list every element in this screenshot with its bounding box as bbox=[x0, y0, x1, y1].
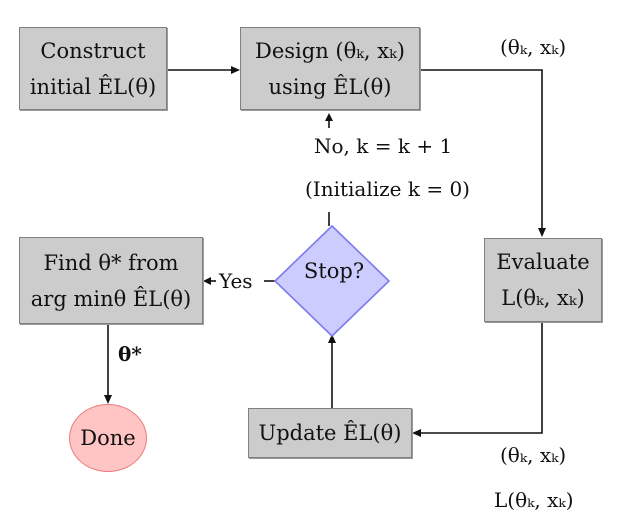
label-theta-star: θ* bbox=[118, 342, 142, 366]
find-line1: Find θ* from bbox=[43, 250, 179, 275]
arrowhead bbox=[328, 334, 336, 343]
arrowhead bbox=[538, 228, 546, 237]
update-box: Update ÊL(θ) bbox=[248, 408, 412, 458]
stop-label: Stop? bbox=[303, 259, 365, 283]
arrowhead bbox=[104, 395, 112, 404]
design-line1: Design (θₖ, xₖ) bbox=[255, 38, 405, 63]
arrowhead bbox=[325, 113, 333, 121]
done-label: Done bbox=[80, 426, 136, 450]
construct-line1: Construct bbox=[40, 38, 146, 63]
arrowhead bbox=[412, 429, 421, 437]
find-line2: arg minθ ÊL(θ) bbox=[30, 286, 192, 311]
edge-design-evaluate bbox=[420, 69, 543, 229]
label-yes: Yes bbox=[219, 269, 253, 293]
design-line2: using ÊL(θ) bbox=[268, 74, 392, 99]
label-initialize: (Initialize k = 0) bbox=[305, 177, 470, 201]
find-box: Find θ* from arg minθ ÊL(θ) bbox=[19, 237, 203, 324]
design-box: Design (θₖ, xₖ) using ÊL(θ) bbox=[240, 27, 420, 110]
evaluate-line2: L(θₖ, xₖ) bbox=[501, 286, 585, 310]
construct-box: Construct initial ÊL(θ) bbox=[19, 27, 167, 110]
label-no-increment: No, k = k + 1 bbox=[314, 134, 453, 158]
arrowhead bbox=[231, 66, 240, 74]
done-terminal: Done bbox=[69, 404, 147, 472]
construct-line2: initial ÊL(θ) bbox=[29, 74, 157, 99]
label-evaluate-update-1: (θₖ, xₖ) bbox=[500, 443, 567, 467]
arrowhead bbox=[203, 277, 211, 285]
stop-decision-diamond bbox=[273, 224, 391, 338]
label-evaluate-update-2: L(θₖ, xₖ) bbox=[494, 488, 574, 512]
evaluate-box: Evaluate L(θₖ, xₖ) bbox=[484, 238, 602, 322]
update-label: Update ÊL(θ) bbox=[258, 421, 402, 445]
label-design-evaluate: (θₖ, xₖ) bbox=[500, 35, 567, 59]
evaluate-line1: Evaluate bbox=[496, 250, 590, 274]
edge-evaluate-update bbox=[420, 322, 543, 434]
